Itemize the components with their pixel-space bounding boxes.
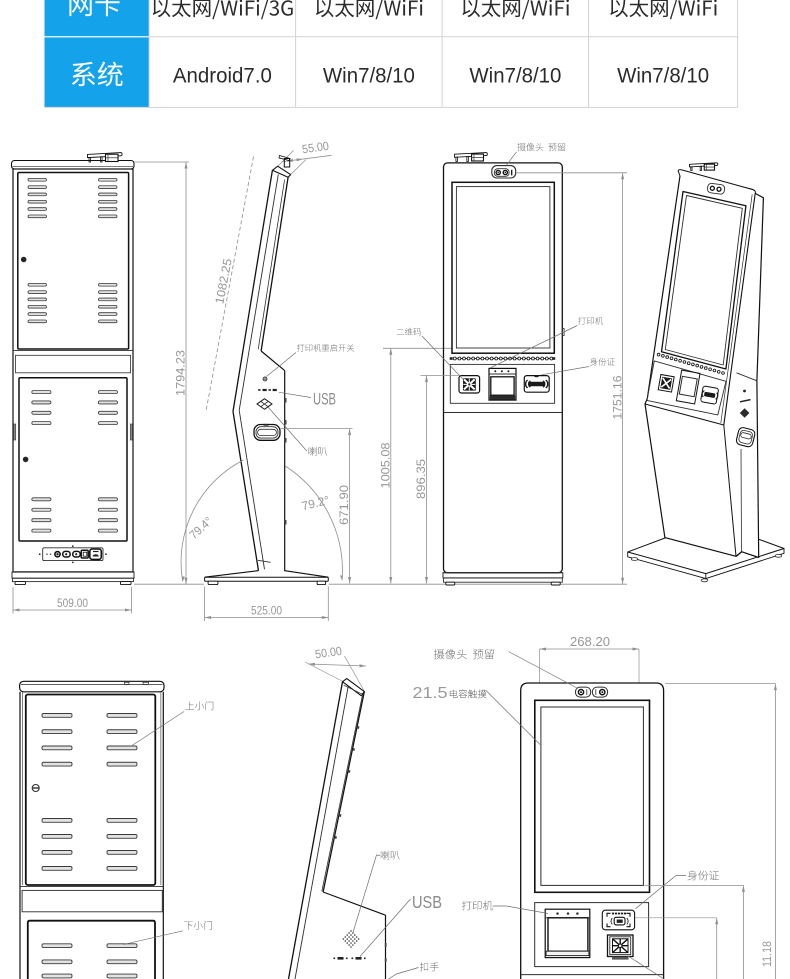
svg-text:50.00: 50.00 [314, 644, 343, 662]
svg-text:1794.23: 1794.23 [173, 350, 187, 396]
svg-text:79.4°: 79.4° [186, 514, 215, 542]
svg-text:268.20: 268.20 [570, 635, 610, 649]
svg-text:11.18: 11.18 [760, 941, 774, 967]
svg-text:525.00: 525.00 [251, 604, 282, 618]
svg-text:55.00: 55.00 [301, 139, 330, 157]
svg-text:1082.25: 1082.25 [212, 257, 235, 305]
svg-text:Win7/8/10: Win7/8/10 [469, 65, 561, 88]
svg-text:USB: USB [412, 892, 442, 912]
svg-text:Win7/8/10: Win7/8/10 [323, 65, 415, 88]
svg-text:Win7/8/10: Win7/8/10 [617, 65, 709, 88]
svg-text:Android7.0: Android7.0 [173, 65, 272, 88]
svg-text:896.35: 896.35 [414, 459, 428, 499]
svg-text:671.90: 671.90 [337, 485, 351, 525]
svg-text:509.00: 509.00 [57, 596, 88, 610]
svg-text:21.5: 21.5 [413, 685, 448, 702]
svg-text:79.2°: 79.2° [300, 493, 331, 513]
svg-text:USB: USB [313, 391, 336, 409]
svg-text:1751.16: 1751.16 [610, 375, 624, 419]
svg-text:1005.08: 1005.08 [378, 442, 392, 488]
